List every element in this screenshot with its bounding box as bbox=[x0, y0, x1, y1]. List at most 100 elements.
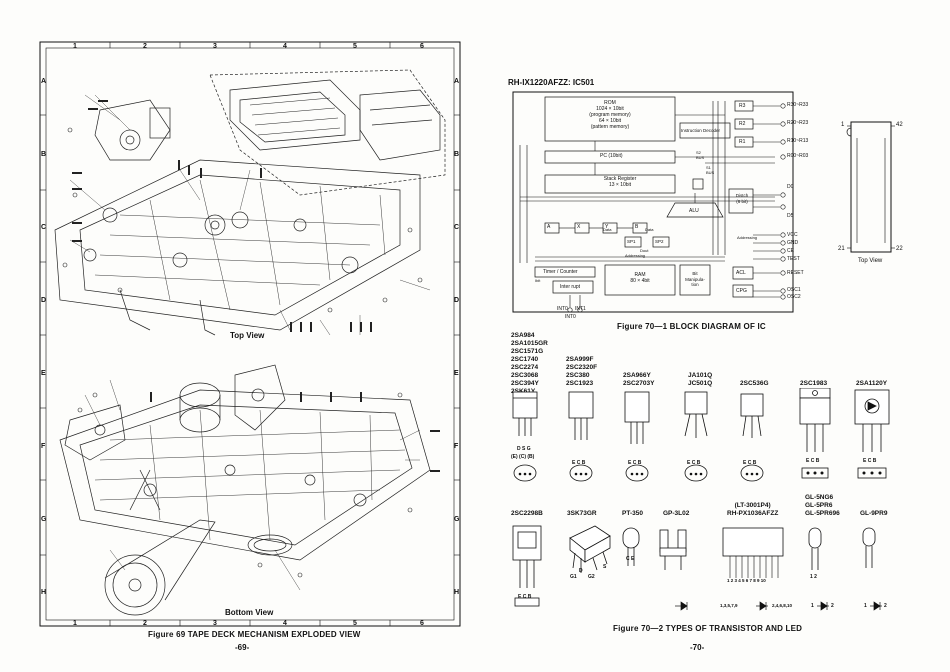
left-page: 1 2 3 4 5 6 1 2 3 4 5 6 A B C D E F G H … bbox=[39, 41, 461, 652]
stack-register-label: Stack Register 13 × 10bit bbox=[590, 176, 650, 188]
page-number-70: -70- bbox=[690, 643, 705, 652]
model-2sc2298b: 2SC2298B bbox=[511, 510, 543, 517]
pins-gl9-2: 2 bbox=[884, 603, 887, 609]
rom-label-line-2: 1024 × 10bit bbox=[596, 106, 624, 112]
data-label-2: Data bbox=[603, 227, 612, 232]
device-led-display-label: (LT-3001P4) RH-PX1036AFZZ bbox=[727, 502, 778, 518]
pins-group-1-ecb: (E) (C) (B) bbox=[511, 454, 535, 460]
device-gl9-label: GL-9PR9 bbox=[860, 510, 887, 518]
pin-osc2: OSC2 bbox=[787, 294, 801, 300]
model-2sc1740: 2SC1740 bbox=[511, 356, 539, 363]
ibit-label: Ibit bbox=[535, 278, 541, 283]
pin-r20-r23: R20~R23 bbox=[787, 120, 809, 126]
pins-3sk73gr-g2: G2 bbox=[588, 574, 595, 580]
figure-69-caption: Figure 69 TAPE DECK MECHANISM EXPLODED V… bbox=[148, 630, 361, 639]
row-label-f-right: F bbox=[454, 443, 459, 450]
transistor-group-5: 2SC536G bbox=[740, 380, 769, 388]
addressing-label-right: Addressing bbox=[737, 235, 758, 240]
transistor-group-3: 2SA966Y 2SC2703Y bbox=[623, 372, 654, 388]
model-gp-3l02: GP-3L02 bbox=[663, 510, 690, 517]
pins-3sk73gr-g1: G1 bbox=[570, 574, 577, 580]
small-reg-y: Y bbox=[605, 224, 609, 230]
column-label-4-bottom: 4 bbox=[283, 620, 287, 627]
pins-group-2: E C B bbox=[572, 460, 586, 466]
row-label-h: H bbox=[41, 589, 47, 596]
model-3sk73gr: 3SK73GR bbox=[567, 510, 597, 517]
pin-int0-lower: INT0 bbox=[565, 314, 576, 320]
small-reg-b: B bbox=[635, 224, 639, 230]
model-2sa984: 2SA984 bbox=[511, 332, 535, 339]
figure-70-1-caption: Figure 70—1 BLOCK DIAGRAM OF IC bbox=[617, 322, 766, 331]
pin-reset: RESET bbox=[787, 270, 804, 276]
transistor-group-7: 2SA1120Y bbox=[856, 380, 887, 388]
model-2sc1923: 2SC1923 bbox=[566, 380, 594, 387]
pin-r10-r13: R10~R13 bbox=[787, 138, 809, 144]
model-pt-350: PT-350 bbox=[622, 510, 643, 517]
pin-r00-r03: R00~R03 bbox=[787, 153, 809, 159]
stack-register-line-1: Stack Register bbox=[603, 176, 637, 182]
row-label-d: D bbox=[41, 297, 47, 304]
ic-pin-42: 42 bbox=[896, 122, 903, 128]
device-gl5-label: GL-5NG6 GL-5PR6 GL-5PR696 bbox=[805, 494, 840, 518]
register-r2-label: R2 bbox=[739, 121, 746, 127]
part-number-marks bbox=[72, 100, 440, 472]
pins-gl5-2: 2 bbox=[831, 603, 834, 609]
row-label-c: C bbox=[41, 224, 47, 231]
sp1-label: SP1 bbox=[627, 239, 636, 244]
row-label-e-right: E bbox=[454, 370, 459, 377]
addressing-label-bottom: Addressing bbox=[625, 253, 646, 258]
figure-70-2-caption: Figure 70—2 TYPES OF TRANSISTOR AND LED bbox=[613, 624, 803, 633]
model-gl-9pr9: GL-9PR9 bbox=[860, 510, 888, 517]
model-gl-5ng6: GL-5NG6 bbox=[805, 494, 834, 501]
device-pt350-label: PT-350 bbox=[622, 510, 643, 518]
model-2sa999f: 2SA999F bbox=[566, 356, 594, 363]
data-label-1: Data bbox=[645, 227, 654, 232]
transistor-group-6: 2SC1983 bbox=[800, 380, 827, 388]
model-2sc394y: 2SC394Y bbox=[511, 380, 539, 387]
top-view-drawing bbox=[54, 69, 446, 336]
pin-osc1: OSC1 bbox=[787, 287, 801, 293]
ic-pin-22: 22 bbox=[896, 246, 903, 252]
rom-label-line-4: 64 × 10bit bbox=[598, 118, 622, 124]
ram-label: RAM 80 × 4bit bbox=[615, 272, 665, 284]
model-2sc2320f: 2SC2320F bbox=[566, 364, 598, 371]
row-label-a: A bbox=[41, 78, 47, 85]
pin-r30-r33: R30~R33 bbox=[787, 102, 809, 108]
pin-d0: D0 bbox=[787, 184, 794, 190]
pins-led-display-numbers: 1 2 3 4 5 6 7 8 9 10 bbox=[727, 578, 766, 583]
pins-led-display-odd: 1,3,5,7,9 bbox=[720, 603, 738, 608]
model-2sk61y: 2SK61Y bbox=[511, 388, 536, 395]
top-view-label: Top View bbox=[230, 331, 265, 340]
bit-manipulation-label: Bit Manipula- tion bbox=[682, 271, 708, 288]
pins-group-1-dsg: D S G bbox=[517, 446, 531, 452]
ram-label-line-1: RAM bbox=[634, 272, 646, 278]
column-label-2: 2 bbox=[143, 43, 147, 50]
column-label-1: 1 bbox=[73, 43, 77, 50]
pin-ce: CE bbox=[787, 248, 794, 254]
instruction-decoder-label: Instruction Decoder bbox=[681, 128, 721, 133]
column-label-3-bottom: 3 bbox=[213, 620, 217, 627]
pin-test: TEST bbox=[787, 256, 800, 262]
rom-label-line-5: (pattern memory) bbox=[590, 124, 630, 130]
distch-label-line-1: Distch bbox=[735, 193, 749, 198]
row-label-h-right: H bbox=[454, 589, 460, 596]
device-2sc2298b-label: 2SC2298B bbox=[511, 510, 543, 518]
transistor-drawings-row1 bbox=[512, 388, 890, 482]
model-2sc3068: 2SC3068 bbox=[511, 372, 539, 379]
column-label-2-bottom: 2 bbox=[143, 620, 147, 627]
cpg-label: CPG bbox=[736, 288, 747, 294]
small-reg-x: X bbox=[577, 224, 581, 230]
register-r1-label: R1 bbox=[739, 139, 746, 145]
bottom-view-label: Bottom View bbox=[225, 608, 274, 617]
row-label-b: B bbox=[41, 151, 47, 158]
block-diagram bbox=[512, 91, 794, 313]
sp2-label: SP2 bbox=[655, 239, 664, 244]
column-label-5: 5 bbox=[353, 43, 357, 50]
rom-label-line-1: ROM bbox=[604, 100, 616, 106]
pins-group-6: E C B bbox=[806, 458, 820, 464]
transistor-group-4: JA101Q JC501Q bbox=[688, 372, 712, 388]
pins-gl5-12: 1 2 bbox=[810, 574, 817, 580]
device-drawings-row2 bbox=[512, 525, 882, 611]
pins-gl9-1: 1 bbox=[864, 603, 867, 609]
column-label-6-bottom: 6 bbox=[420, 620, 424, 627]
